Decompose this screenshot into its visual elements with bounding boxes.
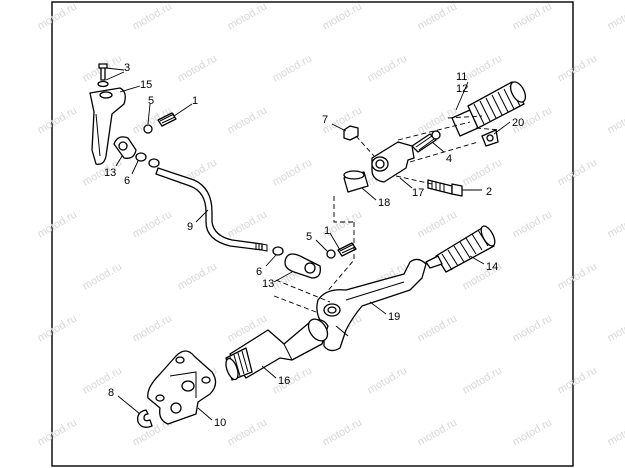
part-1-screw-lower (337, 242, 357, 257)
part-18-bushing (343, 170, 369, 193)
callout-5-upper: 5 (148, 95, 154, 107)
callout-15: 15 (140, 79, 152, 91)
watermark-text: motod.ru (606, 312, 625, 344)
watermark-text: motod.ru (606, 208, 625, 240)
callout-11: 11 (456, 71, 467, 83)
part-5-washer-lower (326, 249, 336, 259)
part-13-rod-end-lower (284, 253, 321, 279)
part-15-upper-lever (89, 87, 126, 165)
part-3-screw (97, 63, 109, 88)
part-1-screw-upper (157, 112, 177, 127)
watermark-text: motod.ru (606, 104, 625, 136)
watermark-text: motod.ru (606, 0, 625, 32)
part-6-nut-lower (272, 246, 284, 256)
callout-1-lower: 1 (324, 225, 330, 237)
part-10-bracket (147, 350, 217, 425)
callout-7: 7 (322, 114, 328, 126)
assembly-lines-lower (273, 279, 331, 313)
callout-8: 8 (108, 387, 114, 399)
leader-lines (105, 67, 511, 421)
part-16-shaft (225, 318, 329, 381)
part-5-washer-upper (143, 124, 153, 134)
callouts: 3 15 5 1 13 6 9 6 13 5 1 7 11 12 20 4 17… (104, 62, 524, 429)
callout-9: 9 (187, 221, 193, 233)
callout-6-upper: 6 (124, 175, 130, 187)
callout-6-lower: 6 (256, 266, 262, 278)
callout-13-lower: 13 (262, 278, 274, 290)
callout-4: 4 (446, 153, 452, 165)
part-11-footpeg (451, 81, 527, 137)
part-17-peg-mount (371, 141, 415, 183)
callout-18: 18 (378, 197, 390, 209)
callout-19: 19 (388, 311, 400, 323)
diagram-frame (51, 1, 574, 467)
part-4-screw (411, 130, 441, 153)
callout-12: 12 (456, 83, 468, 95)
part-6-nuts-upper (135, 152, 160, 168)
callout-17: 17 (412, 187, 424, 199)
part-14-footpeg-lower (425, 225, 496, 273)
watermark-text: motod.ru (606, 416, 625, 448)
part-9-shift-rod (155, 167, 268, 252)
part-8-eclip (137, 409, 153, 428)
callout-20: 20 (512, 117, 524, 129)
part-13-rod-end-upper (113, 136, 137, 159)
callout-16: 16 (278, 375, 290, 387)
callout-5-lower: 5 (306, 231, 312, 243)
part-2-bolt (427, 179, 463, 197)
callout-10: 10 (214, 417, 226, 429)
callout-13-upper: 13 (104, 167, 116, 179)
callout-3: 3 (124, 62, 130, 74)
callout-14: 14 (486, 261, 498, 273)
callout-2: 2 (486, 186, 492, 198)
part-7-cap (343, 125, 359, 141)
part-19-shifter-lever (316, 258, 427, 352)
callout-1-upper: 1 (192, 95, 198, 107)
